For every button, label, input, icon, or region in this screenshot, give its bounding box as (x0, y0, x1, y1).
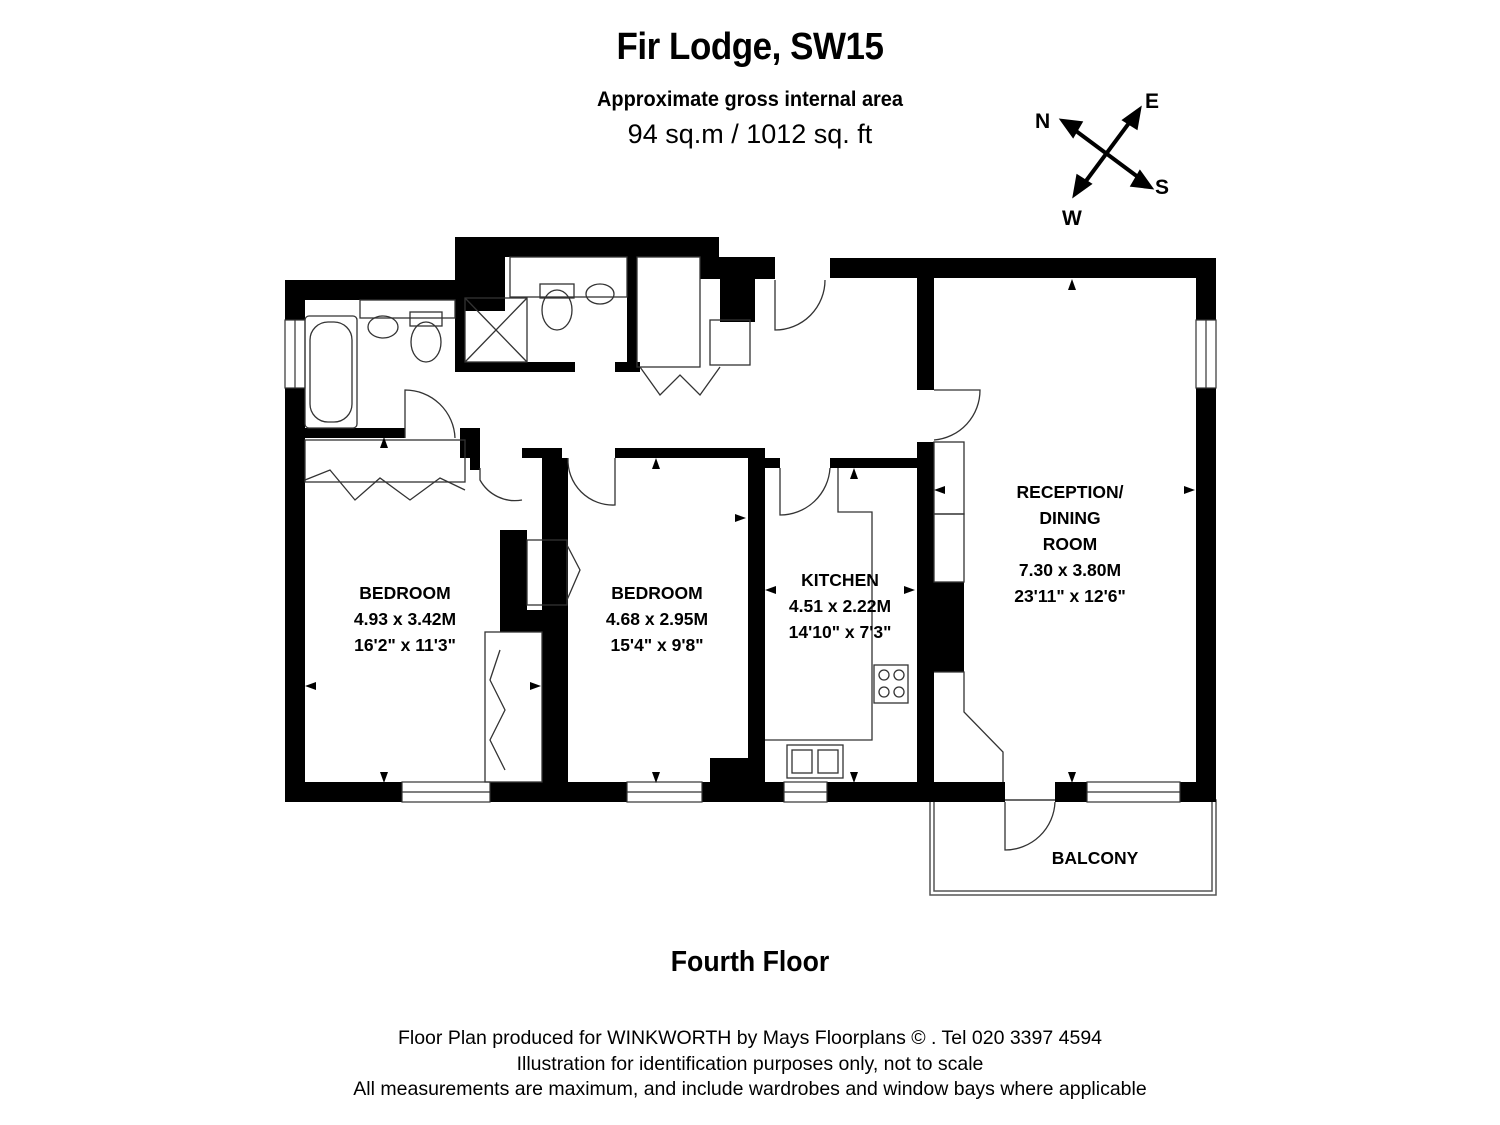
plan-title: Fir Lodge, SW15 (616, 26, 884, 68)
room-imperial: 15'4" x 9'8" (610, 635, 704, 655)
footer-measurements-note: All measurements are maximum, and includ… (353, 1078, 1147, 1100)
room-balcony: BALCONY (1051, 848, 1139, 868)
compass-n-label: N (1035, 110, 1051, 133)
fixtures (304, 256, 1056, 851)
room-imperial: 23'11" x 12'6" (1014, 586, 1126, 606)
room-reception: RECEPTION/ DINING ROOM 7.30 x 3.80M 23'1… (985, 479, 1155, 609)
walls (285, 237, 1216, 802)
room-name-line1: RECEPTION/ (1016, 482, 1124, 502)
room-metric: 4.51 x 2.22M (788, 596, 892, 616)
compass-w-label: W (1062, 207, 1082, 230)
compass-e-label: E (1145, 90, 1160, 113)
room-kitchen: KITCHEN 4.51 x 2.22M 14'10" x 7'3" (760, 567, 920, 645)
footer-disclaimer: Illustration for identification purposes… (516, 1053, 984, 1075)
area-label: Approximate gross internal area (596, 88, 903, 111)
room-imperial: 14'10" x 7'3" (788, 622, 892, 642)
room-name: KITCHEN (801, 570, 879, 590)
room-bedroom-1: BEDROOM 4.93 x 3.42M 16'2" x 11'3" (325, 580, 485, 658)
floor-label: Fourth Floor (670, 946, 830, 978)
room-name-line3: ROOM (1042, 534, 1098, 554)
compass-s-label: S (1155, 176, 1170, 199)
room-metric: 4.68 x 2.95M (605, 609, 709, 629)
room-metric: 7.30 x 3.80M (1018, 560, 1122, 580)
room-metric: 4.93 x 3.42M (353, 609, 457, 629)
room-name: BEDROOM (359, 583, 451, 603)
room-imperial: 16'2" x 11'3" (354, 635, 456, 655)
room-name: BEDROOM (611, 583, 703, 603)
room-name-line2: DINING (1039, 508, 1101, 528)
area-value: 94 sq.m / 1012 sq. ft (627, 119, 873, 149)
room-bedroom-2: BEDROOM 4.68 x 2.95M 15'4" x 9'8" (577, 580, 737, 658)
windows (284, 319, 1217, 803)
measure-arrows (305, 279, 1195, 783)
footer-credit: Floor Plan produced for WINKWORTH by May… (397, 1027, 1103, 1049)
